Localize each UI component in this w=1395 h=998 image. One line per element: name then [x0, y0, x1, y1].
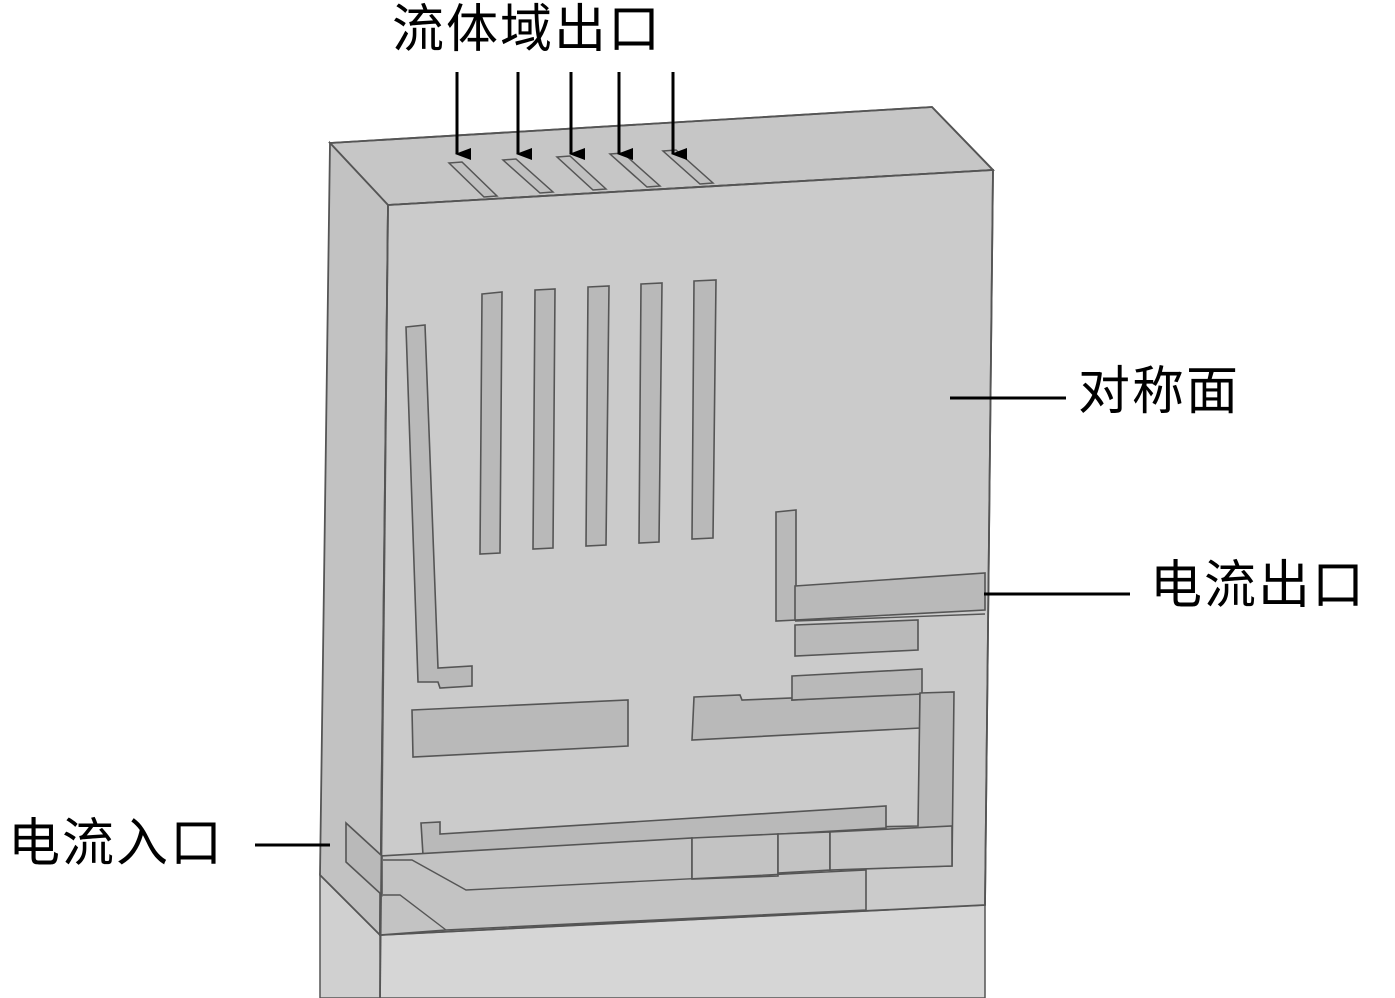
outlet-seam	[794, 613, 986, 622]
current-inlet-label: 电流入口	[8, 814, 225, 874]
fluid-outlet-slot-2	[501, 158, 555, 194]
block-left-face	[319, 140, 389, 938]
fluid-outlet-slot-3	[555, 155, 608, 191]
vertical-channel-3	[585, 285, 610, 547]
bottom-chamber-block-1	[691, 833, 779, 880]
fluid-outlet-arrows	[455, 72, 687, 160]
vertical-channel-2	[532, 288, 556, 550]
bottom-chamber-block-3	[829, 825, 953, 871]
current-outlet-structure	[775, 509, 986, 701]
block-outline	[329, 106, 994, 906]
vertical-channels	[479, 279, 717, 555]
bottom-chamber-block-2	[777, 831, 831, 874]
current-inlet-tab	[345, 821, 383, 897]
left-inclined-channel	[405, 324, 473, 689]
bottom-inner-channel	[383, 859, 867, 891]
bottom-inner-channel-2	[383, 894, 447, 931]
outlet-bar	[794, 572, 986, 621]
current-outlet-label: 电流出口	[1150, 556, 1367, 616]
outlet-vertical-tab	[775, 509, 797, 622]
left-horizontal-plate	[411, 699, 629, 758]
block-front-top-edge	[387, 169, 994, 206]
fluid-outlet-label: 流体域出口	[392, 0, 663, 60]
outlet-lower-bar-1	[794, 619, 919, 657]
fluid-outlet-slot-1	[447, 161, 499, 198]
vertical-channel-1	[479, 291, 503, 555]
bottom-chamber	[379, 825, 953, 936]
symmetry-plane-label: 对称面	[1078, 362, 1241, 422]
vertical-channel-5	[691, 279, 717, 540]
block-front-left-edge	[379, 204, 389, 998]
vertical-channel-4	[638, 282, 663, 544]
